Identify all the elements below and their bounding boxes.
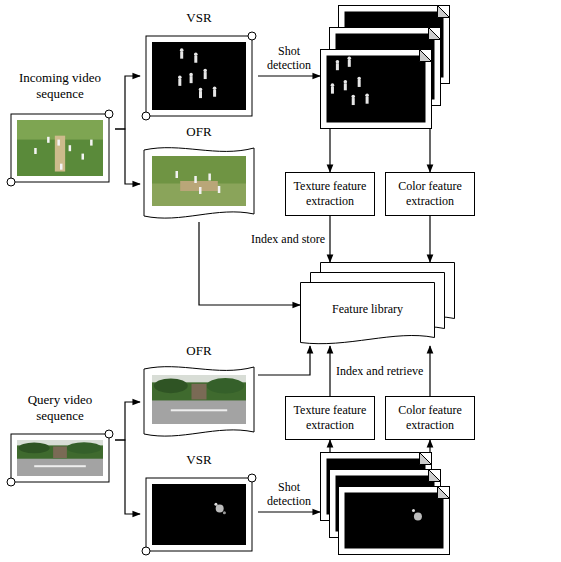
shot-frames-outline xyxy=(320,452,450,556)
arrow-connector xyxy=(429,129,430,172)
process-box: Color feature extraction xyxy=(385,172,475,216)
node-label: VSR xyxy=(140,10,258,26)
node-label: VSR xyxy=(140,452,258,468)
node-label: Feature library xyxy=(300,302,435,317)
arrow-connector xyxy=(329,346,330,396)
arrow-connector xyxy=(258,346,310,375)
arrow-connector xyxy=(115,440,140,514)
process-box: Texture feature extraction xyxy=(285,172,375,216)
arrow-connector xyxy=(258,511,320,512)
shot-frames xyxy=(320,452,450,556)
process-box: Color feature extraction xyxy=(385,396,475,440)
frame-document-outline xyxy=(140,144,258,222)
node-label: Incoming video sequence xyxy=(5,70,115,102)
video-scroll-outline xyxy=(5,108,115,188)
node-label: OFR xyxy=(140,343,258,359)
video-scroll: VSR xyxy=(140,452,258,557)
edge-label: Shot detection xyxy=(258,480,320,508)
box-label: Color feature extraction xyxy=(389,179,471,209)
video-scroll-outline xyxy=(140,472,258,557)
frame-document: OFR xyxy=(140,343,258,440)
shot-frames-outline xyxy=(320,5,450,129)
frame-document-outline xyxy=(140,363,258,440)
arrow-connector xyxy=(115,402,140,440)
box-label: Color feature extraction xyxy=(389,403,471,433)
shot-frames xyxy=(320,5,450,129)
arrow-connector xyxy=(329,440,330,452)
arrow-connector xyxy=(115,129,140,184)
video-scroll: VSR xyxy=(140,10,258,122)
video-scroll-outline xyxy=(5,428,115,488)
arrow-connector xyxy=(429,346,430,396)
video-scroll-outline xyxy=(140,30,258,122)
arrow-connector xyxy=(329,216,330,262)
video-scroll: Query video sequence xyxy=(5,392,115,488)
box-label: Texture feature extraction xyxy=(289,179,371,209)
node-label: Query video sequence xyxy=(5,392,115,424)
arrow-connector xyxy=(329,129,330,172)
edge-label: Shot detection xyxy=(258,44,320,72)
arrow-connector xyxy=(115,76,140,129)
process-box: Texture feature extraction xyxy=(285,396,375,440)
video-scroll: Incoming video sequence xyxy=(5,70,115,188)
edge-label: Index and store xyxy=(250,232,326,246)
arrow-connector xyxy=(429,216,430,262)
frame-document: OFR xyxy=(140,124,258,222)
node-label: OFR xyxy=(140,124,258,140)
arrow-connector xyxy=(429,440,430,452)
library-document: Feature library xyxy=(300,262,455,346)
edge-label: Index and retrieve xyxy=(335,364,424,378)
arrow-connector xyxy=(258,75,320,76)
box-label: Texture feature extraction xyxy=(289,403,371,433)
